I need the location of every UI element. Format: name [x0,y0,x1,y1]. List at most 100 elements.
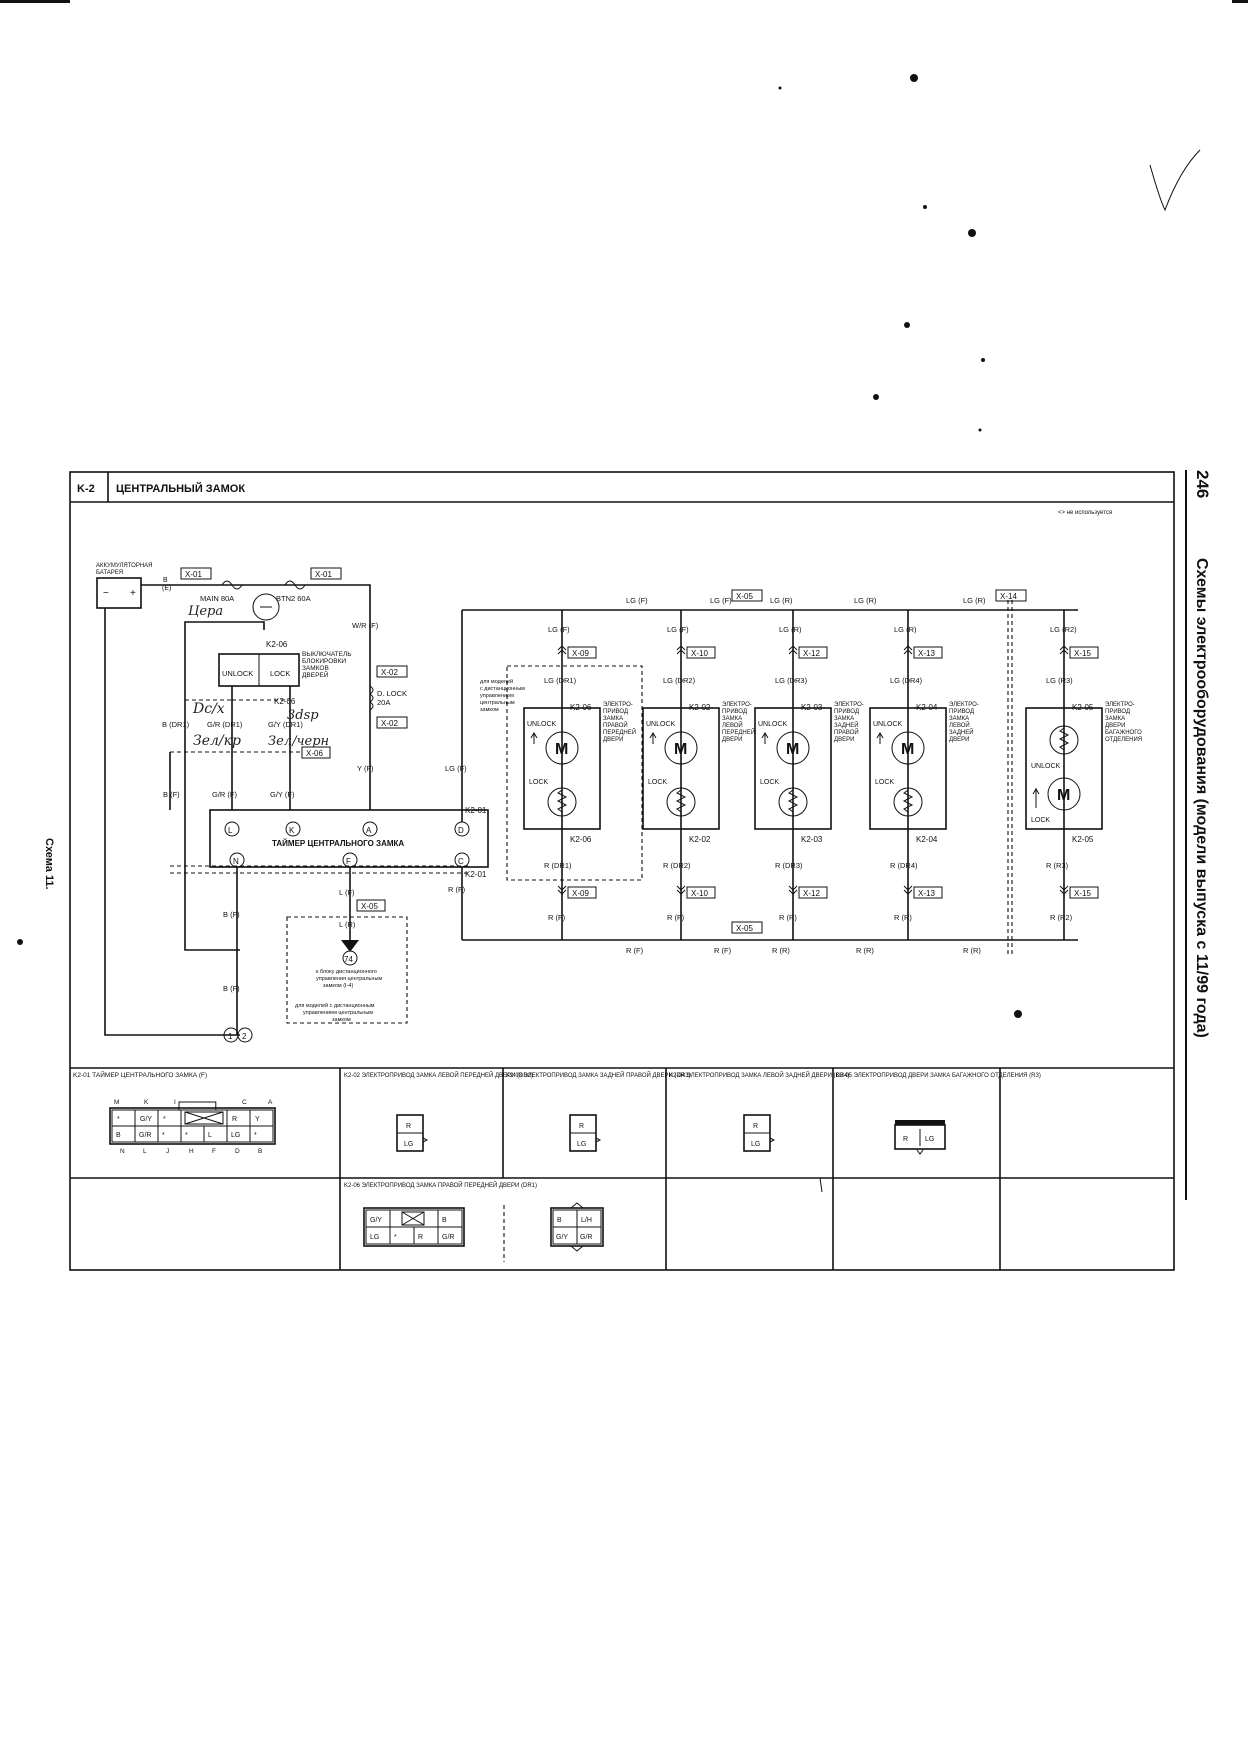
connector-tag [995,589,1027,602]
connector-cell [249,1125,274,1143]
connector-tag [913,646,943,659]
connector-tag [567,886,597,899]
timer-label: ТАЙМЕР ЦЕНТРАЛЬНОГО ЗАМКА [272,839,404,848]
motor-label: M [786,741,799,758]
connector-label: K2-06 [266,640,288,649]
connector-tag-label: X-09 [572,889,589,898]
pin-letter: L [143,1148,147,1155]
motor-label: M [1057,787,1070,804]
motor-label: M [555,741,568,758]
actuator-unlock-label: UNLOCK [758,721,788,728]
wire-label: R (R) [894,913,912,922]
pin-wire-color: * [162,1132,165,1139]
handwritten-note: Цера [188,604,223,619]
connector-tag [301,746,331,759]
connector-tag-label: X-15 [1074,889,1091,898]
connector-tag-label: X-02 [381,719,398,728]
connector-tag-label: X-10 [691,649,708,658]
actuator-label: ДВЕРИ [1105,723,1125,729]
page-number: 246 [1193,470,1212,498]
actuator-label: ДВЕРИ [722,737,742,743]
connector-pin-icon [557,645,567,655]
ground-point [237,1027,253,1043]
bus-label: R (F) [626,946,644,955]
bus-label: R (R) [963,946,981,955]
actuator-label: ЗАМКА [722,716,742,722]
wire-label: Y (F) [357,764,374,773]
wire-label: R (F) [667,913,685,922]
wire-label: R (R2) [1050,913,1073,922]
connector-tag-label: X-01 [185,570,202,579]
connector-title: K2-04 ЭЛЕКТРОПРИВОД ЗАМКА ЛЕВОЙ ЗАДНЕЙ Д… [669,1071,850,1079]
actuator-label: ЭЛЕКТРО- [834,702,864,708]
actuator-label: ЭЛЕКТРО- [603,702,633,708]
actuator-unlock-label: UNLOCK [873,721,903,728]
connector-title: K2-01 ТАЙМЕР ЦЕНТРАЛЬНОГО ЗАМКА (F) [73,1070,207,1079]
connector-tag [376,665,408,678]
actuator-label: ЭЛЕКТРО- [949,702,979,708]
switch-label: ВЫКЛЮЧАТЕЛЬ [302,651,352,658]
power-wire [141,584,371,810]
empty-pin-icon [401,1211,425,1226]
pin-letter: N [120,1148,125,1155]
wire-label: B (F) [163,790,180,799]
timer-pin-label: A [366,826,372,835]
handwritten-circle [252,593,280,621]
connector-tag [180,567,212,580]
remote-box-note: для моделей [480,678,513,685]
latch-icon [595,1137,602,1143]
pin-wire-color: L [208,1132,212,1139]
connector-k2-03: RLG [569,1114,602,1152]
connector-label: K2-01 [465,806,487,815]
connector-tag [1069,646,1099,659]
latch-icon [769,1137,776,1143]
pin-wire-color: B [557,1217,562,1224]
wire-label: LG (R3) [1046,676,1073,685]
remote-box-note: управлением [480,693,514,699]
bus-label: LG (R) [963,596,986,605]
pin-wire-color: * [117,1116,120,1123]
actuator-label: ПРИВОД [722,709,747,715]
switch-label: ДВЕРЕЙ [302,670,329,679]
battery-symbol [96,577,142,609]
handwritten-note: 3dsp [287,708,319,723]
bus-label: R (R) [856,946,874,955]
connector-tag [913,886,943,899]
connector-k2-04: RLG [743,1114,776,1152]
actuator-body [754,707,832,830]
wire-label: LG (DR4) [890,676,923,685]
direction-arrow-icon [530,732,538,744]
timer-pin-label: N [233,857,239,866]
pin-wire-color: * [163,1116,166,1123]
battery-label: БАТАРЕЯ [96,570,123,576]
latch-icon [570,1202,584,1252]
pin-wire-color: G/R [139,1132,151,1139]
diagram-title: ЦЕНТРАЛЬНЫЙ ЗАМОК [116,482,245,495]
connector-pin-icon [903,885,913,895]
actuator-label: ДВЕРИ [834,737,854,743]
coil-icon [893,787,923,817]
fuse-label: BTN2 60A [276,594,311,603]
pin-letter: J [166,1148,169,1155]
scan-edge-mark [1232,0,1248,3]
connector-outline [363,1207,465,1247]
actuator-label: БАГАЖНОГО [1105,730,1142,736]
actuator-unlock-label: UNLOCK [1031,763,1061,770]
actuator-lock-label: LOCK [529,779,548,786]
wire-label: LG (R2) [1050,625,1077,634]
timer-pin [285,821,301,837]
latch-icon [422,1137,429,1143]
timer-pin-label: D [458,826,464,835]
connector-tag [798,646,828,659]
wire-label: G/R (F) [212,790,237,799]
connector-tag [731,589,763,602]
connector-tag [798,886,828,899]
pin-wire-color: * [394,1234,397,1241]
connector-pin-icon [557,885,567,895]
connection-arrow-icon [341,940,359,952]
diagram-code: K-2 [77,483,95,495]
scan-speck [910,74,918,82]
